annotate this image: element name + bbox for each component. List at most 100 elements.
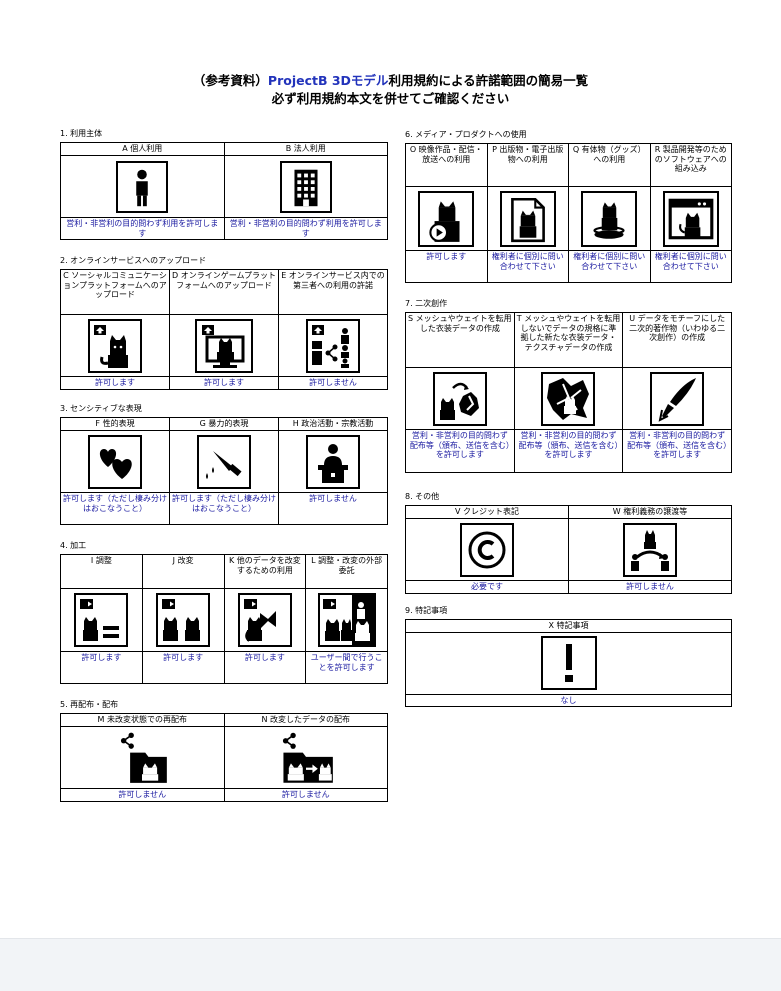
building-icon — [279, 160, 332, 213]
item-header: S メッシュやウェイトを転用した衣装データの作成 — [405, 312, 515, 368]
section-title: 7. 二次創作 — [405, 299, 448, 308]
mesh-reuse-icon — [432, 371, 487, 426]
item-header: C ソーシャルコミュニケーションプラットフォームへのアップロード — [60, 269, 170, 315]
title-suffix: 利用規約による許諾範囲の簡易一覧 — [388, 73, 589, 88]
item-result: 権利者に個別に問い合わせて下さい — [649, 250, 732, 283]
item-result: 許可します — [405, 250, 488, 283]
item-result: 許可します — [60, 651, 143, 684]
item-result: 営利・非営利の目的問わず配布等（頒布、送信を含む）を許可します — [405, 429, 515, 473]
upload-game-icon — [195, 318, 253, 373]
section-others: 8. その他 V クレジット表記 W 権利義務の譲渡等 必要です 許可しません — [405, 492, 732, 594]
item-icon-cell — [278, 430, 388, 493]
item-icon-cell — [405, 631, 732, 695]
section-title: 3. センシティブな表現 — [60, 404, 142, 413]
item-header: F 性的表現 — [60, 417, 170, 431]
item-result: 許可しません — [278, 376, 388, 390]
knife-icon — [197, 434, 251, 489]
license-table: C ソーシャルコミュニケーションプラットフォームへのアップロード D オンライン… — [60, 269, 388, 390]
item-header: L 調整・改変の外部委託 — [305, 554, 388, 589]
item-icon-cell — [568, 186, 651, 251]
item-header: Q 有体物（グッズ）への利用 — [568, 143, 651, 187]
exclamation-icon — [540, 636, 597, 690]
section-title: 2. オンラインサービスへのアップロード — [60, 256, 207, 265]
item-header: X 特記事項 — [405, 619, 732, 633]
item-icon-cell — [405, 367, 515, 430]
item-icon-cell — [568, 518, 732, 581]
item-header: P 出版物・電子出版物への利用 — [486, 143, 569, 187]
item-icon-cell — [141, 588, 225, 652]
viewer-footer-bar — [0, 938, 781, 991]
section-redistribution: 5. 再配布・配布 M 未改変状態での再配布 N 改変したデータの配布 許可しま… — [60, 700, 388, 802]
use-for-modify-icon — [237, 593, 292, 647]
item-header: N 改変したデータの配布 — [223, 713, 388, 727]
item-header: B 法人利用 — [223, 142, 388, 156]
section-title: 4. 加工 — [60, 541, 87, 550]
license-table: S メッシュやウェイトを転用した衣装データの作成 T メッシュやウェイトを転用し… — [405, 312, 732, 473]
item-icon-cell — [169, 314, 279, 377]
document-subtitle: 必ず利用規約本文を併せてご確認ください — [271, 91, 510, 106]
item-result: 許可します（ただし棲み分けはおこなうこと） — [60, 492, 170, 525]
license-table: V クレジット表記 W 権利義務の譲渡等 必要です 許可しません — [405, 505, 732, 594]
copyright-icon — [460, 522, 514, 577]
transfer-icon — [623, 522, 677, 577]
item-result: 営利・非営利の目的問わず配布等（頒布、送信を含む）を許可します — [513, 429, 624, 473]
item-icon-cell — [649, 186, 732, 251]
item-icon-cell — [486, 186, 569, 251]
item-icon-cell — [169, 430, 279, 493]
publication-icon — [499, 190, 556, 247]
section-special-notes: 9. 特記事項 X 特記事項 なし — [405, 606, 732, 707]
item-result: 許可しません — [278, 492, 388, 525]
item-result: 許可しません — [568, 580, 732, 594]
item-icon-cell — [513, 367, 624, 430]
person-icon — [116, 160, 169, 213]
item-result: なし — [405, 693, 732, 707]
document-title: （参考資料）ProjectB 3Dモデル利用規約による許諾範囲の簡易一覧 — [0, 72, 781, 90]
adjust-icon — [74, 593, 129, 647]
item-icon-cell — [223, 726, 388, 789]
license-table: O 映像作品・配信・放送への利用 P 出版物・電子出版物への利用 Q 有体物（グ… — [405, 143, 732, 283]
item-result: 許可します — [223, 651, 307, 684]
outsource-icon — [317, 593, 376, 647]
item-header: U データをモチーフにした二次的著作物（いわゆる二次創作）の作成 — [622, 312, 732, 368]
item-icon-cell — [60, 430, 170, 493]
modify-icon — [156, 593, 211, 647]
item-result: 権利者に個別に問い合わせて下さい — [568, 250, 651, 283]
item-icon-cell — [60, 314, 170, 377]
item-header: V クレジット表記 — [405, 505, 569, 519]
item-header: E オンラインサービス内での第三者への利用の許諾 — [278, 269, 388, 315]
license-table: X 特記事項 なし — [405, 619, 732, 707]
new-costume-icon — [541, 371, 596, 426]
item-header: T メッシュやウェイトを転用しないでデータの規格に準拠した新たな衣装データ・テク… — [513, 312, 624, 368]
item-icon-cell — [622, 367, 732, 430]
section-title: 5. 再配布・配布 — [60, 700, 119, 709]
item-header: W 権利義務の譲渡等 — [568, 505, 732, 519]
item-result: 許可しません — [60, 788, 225, 802]
section-usage-subject: 1. 利用主体 A 個人利用 B 法人利用 営利・非営利の目的問わず利用を許可し… — [60, 129, 388, 240]
item-icon-cell — [223, 588, 307, 652]
upload-third-party-icon — [306, 318, 360, 373]
item-header: O 映像作品・配信・放送への利用 — [405, 143, 488, 187]
item-header: A 個人利用 — [60, 142, 225, 156]
item-result: 許可します — [141, 651, 225, 684]
item-result: 許可します（ただし棲み分けはおこなうこと） — [169, 492, 279, 525]
redistribute-icon — [115, 730, 170, 785]
item-result: 必要です — [405, 580, 569, 594]
goods-icon — [581, 190, 638, 247]
title-prefix: （参考資料） — [192, 73, 268, 88]
title-brand: ProjectB 3Dモデル — [267, 73, 389, 88]
podium-icon — [306, 434, 360, 489]
section-processing: 4. 加工 I 調整 J 改変 K 他のデータを改変するための利用 L 調整・改… — [60, 541, 388, 684]
item-header: K 他のデータを改変するための利用 — [223, 554, 307, 589]
item-result: 許可しません — [223, 788, 388, 802]
section-title: 8. その他 — [405, 492, 440, 501]
video-icon — [418, 190, 475, 247]
document-title-block: （参考資料）ProjectB 3Dモデル利用規約による許諾範囲の簡易一覧 必ず利… — [0, 72, 781, 108]
item-icon-cell — [60, 726, 225, 789]
item-icon-cell — [305, 588, 388, 652]
item-header: J 改変 — [141, 554, 225, 589]
item-icon-cell — [405, 186, 488, 251]
section-title: 6. メディア・プロダクトへの使用 — [405, 130, 527, 139]
item-header: D オンラインゲームプラットフォームへのアップロード — [169, 269, 279, 315]
section-title: 1. 利用主体 — [60, 129, 103, 138]
item-icon-cell — [60, 155, 225, 218]
